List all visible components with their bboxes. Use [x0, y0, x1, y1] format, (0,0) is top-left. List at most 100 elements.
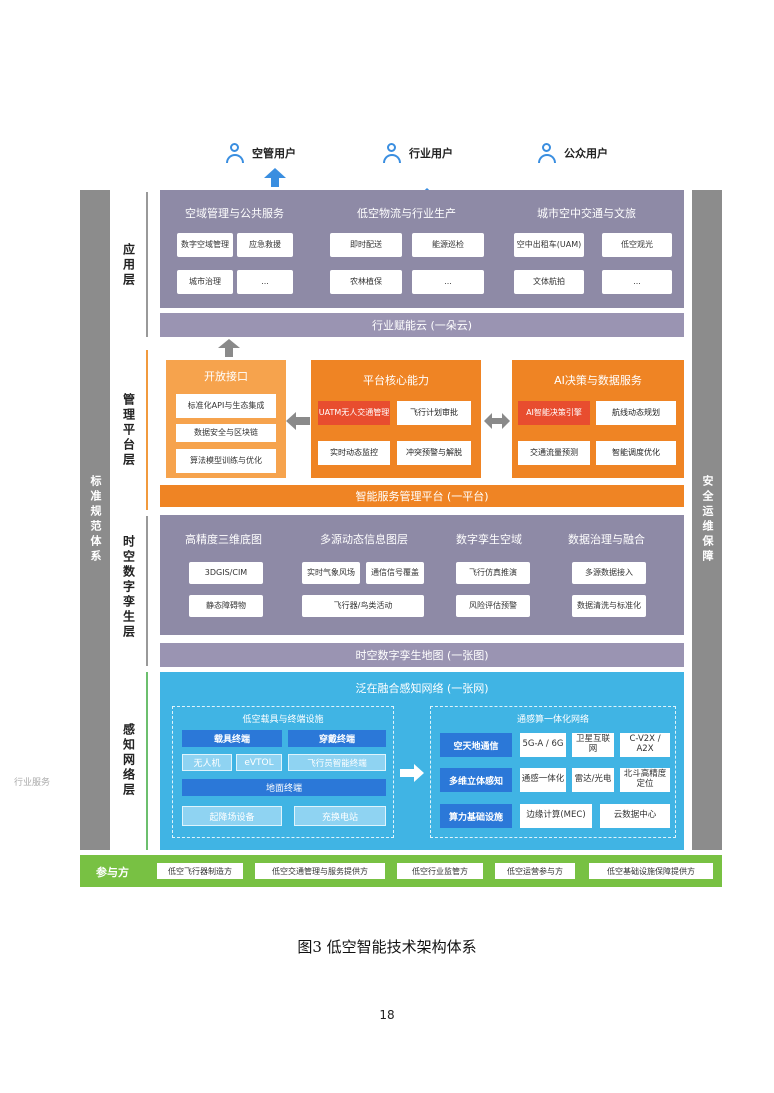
terminal-item: 飞行员智能终端 — [288, 754, 386, 771]
network-item: C-V2X / A2X — [620, 733, 670, 757]
app-item: 城市治理 — [177, 270, 233, 294]
ai-service-item: 航线动态规划 — [596, 401, 676, 425]
app-item: 低空观光 — [602, 233, 672, 257]
twin-item: 风险评估预警 — [456, 595, 530, 617]
twin-map-strip: 时空数字孪生地图 (一张图) — [160, 643, 684, 667]
twin-item: 飞行仿真推演 — [456, 562, 530, 584]
twin-item: 静态障碍物 — [189, 595, 263, 617]
twin-item: 数据清洗与标准化 — [572, 595, 646, 617]
figure-caption: 图3 低空智能技术架构体系 — [297, 938, 477, 956]
participant-item: 低空交通管理与服务提供方 — [254, 862, 386, 880]
twin-bracket — [146, 516, 152, 666]
twin-item: 通信信号覆盖 — [366, 562, 424, 584]
app-item: ... — [237, 270, 293, 294]
core-capability-item: UATM无人交通管理 — [318, 401, 390, 425]
terminal-item: eVTOL — [236, 754, 282, 771]
app-item: 数字空域管理 — [177, 233, 233, 257]
app-item: ... — [412, 270, 484, 294]
side-note: 行业服务 — [14, 778, 51, 788]
app-section-title: 低空物流与行业生产 — [357, 207, 456, 220]
network-item: 5G-A / 6G — [520, 733, 566, 757]
participants-label: 参与方 — [96, 866, 129, 879]
app-item: 能源巡检 — [412, 233, 484, 257]
network-item: 云数据中心 — [600, 804, 670, 828]
ai-service-item: 智能调度优化 — [596, 441, 676, 465]
app-section-title: 城市空中交通与文旅 — [537, 207, 636, 220]
network-item: 雷达/光电 — [572, 768, 614, 792]
standards-bar: 标准规范体系 — [80, 190, 110, 850]
user-icon — [381, 142, 403, 164]
terminal-item: 地面终端 — [182, 779, 386, 796]
security-bar: 安全运维保障 — [692, 190, 722, 850]
core-capability-item: 冲突预警与解脱 — [397, 441, 471, 465]
app-item: 文体航拍 — [514, 270, 584, 294]
app-item: 应急救援 — [237, 233, 293, 257]
twin-section-title: 多源动态信息图层 — [320, 533, 408, 546]
network-group-title: 通感算一体化网络 — [516, 715, 589, 725]
user-industry: 行业用户 — [381, 142, 453, 164]
ai-service-title: AI决策与数据服务 — [554, 374, 642, 387]
twin-item: 飞行器/鸟类活动 — [302, 595, 424, 617]
terminal-item: 充换电站 — [294, 806, 386, 826]
open-interface-item: 数据安全与区块链 — [176, 424, 276, 442]
user-public: 公众用户 — [536, 142, 608, 164]
app-item: 农林植保 — [330, 270, 402, 294]
sense-title: 泛在融合感知网络 (一张网) — [355, 682, 489, 695]
core-capability-item: 实时动态监控 — [318, 441, 390, 465]
bidirectional-arrow-icon — [484, 413, 510, 429]
participant-item: 低空飞行器制造方 — [156, 862, 244, 880]
layer-label-twin: 时空数字孪生层 — [121, 535, 136, 640]
twin-item: 多源数据接入 — [572, 562, 646, 584]
sense-bracket — [146, 672, 152, 850]
user-label: 公众用户 — [564, 147, 608, 160]
terminal-group-title: 低空载具与终端设施 — [242, 715, 324, 725]
user-label: 空管用户 — [252, 147, 296, 160]
network-item: 边缘计算(MEC) — [520, 804, 592, 828]
user-icon — [224, 142, 246, 164]
core-capability-item: 飞行计划审批 — [397, 401, 471, 425]
layer-label-sense: 感知网络层 — [121, 722, 136, 798]
network-item: 算力基础设施 — [440, 804, 512, 828]
participant-item: 低空基础设施保障提供方 — [588, 862, 714, 880]
twin-item: 3DGIS/CIM — [189, 562, 263, 584]
terminal-item: 无人机 — [182, 754, 232, 771]
left-arrow-icon — [286, 412, 310, 430]
twin-section-title: 数据治理与融合 — [568, 533, 645, 546]
terminal-group — [172, 706, 394, 838]
app-bracket — [146, 192, 152, 337]
open-interface-item: 算法模型训练与优化 — [176, 449, 276, 473]
network-item: 通感一体化 — [520, 768, 566, 792]
terminal-item: 载具终端 — [182, 730, 282, 747]
twin-section-title: 高精度三维底图 — [185, 533, 262, 546]
right-arrow-icon — [400, 764, 424, 782]
open-interface-item: 标准化API与生态集成 — [176, 394, 276, 418]
platform-strip: 智能服务管理平台 (一平台) — [160, 485, 684, 507]
network-group — [430, 706, 676, 838]
page-number: 18 — [379, 1008, 395, 1022]
participant-item: 低空运营参与方 — [494, 862, 576, 880]
up-arrow-icon — [264, 168, 286, 188]
up-arrow-gray-icon — [218, 339, 240, 357]
twin-item: 实时气象风场 — [302, 562, 360, 584]
terminal-item: 穿戴终端 — [288, 730, 386, 747]
core-capability-title: 平台核心能力 — [363, 374, 429, 387]
app-item: 即时配送 — [330, 233, 402, 257]
network-item: 空天地通信 — [440, 733, 512, 757]
network-item: 卫星互联网 — [572, 733, 614, 757]
twin-section-title: 数字孪生空域 — [456, 533, 522, 546]
mgmt-bracket — [146, 350, 152, 510]
app-section-title: 空域管理与公共服务 — [185, 207, 284, 220]
industry-cloud-strip: 行业赋能云 (一朵云) — [160, 313, 684, 337]
network-item: 多维立体感知 — [440, 768, 512, 792]
ai-service-item: 交通流量预测 — [518, 441, 590, 465]
terminal-item: 起降场设备 — [182, 806, 282, 826]
user-icon — [536, 142, 558, 164]
layer-label-app: 应用层 — [121, 242, 136, 288]
open-interface-title: 开放接口 — [204, 370, 248, 383]
app-item: ... — [602, 270, 672, 294]
user-atm: 空管用户 — [224, 142, 296, 164]
layer-label-mgmt: 管理平台层 — [121, 392, 136, 468]
network-item: 北斗高精度定位 — [620, 768, 670, 792]
ai-service-item: AI智能决策引擎 — [518, 401, 590, 425]
user-label: 行业用户 — [409, 147, 453, 160]
